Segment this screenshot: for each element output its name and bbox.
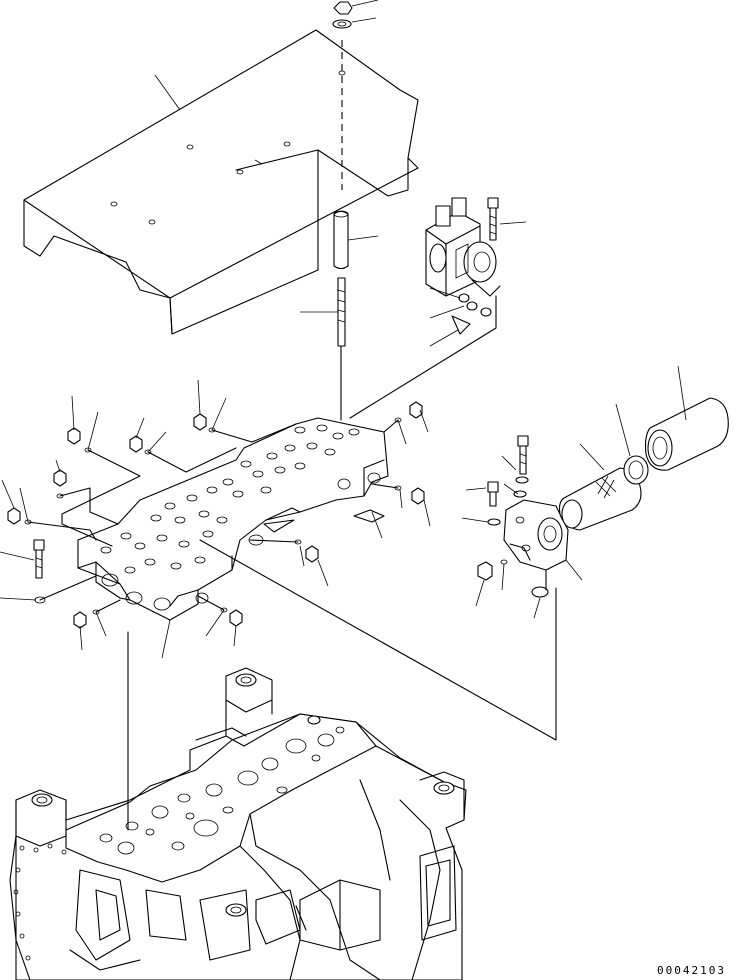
valve-body [77, 417, 389, 621]
assembly-guide-lines [127, 539, 557, 831]
filter-element [558, 443, 642, 531]
filter-housing [503, 499, 569, 571]
stud [300, 277, 346, 421]
solenoid-bolt [487, 197, 527, 241]
solenoid-valve [425, 197, 501, 297]
transmission-case [9, 667, 467, 980]
valve-cover [23, 29, 419, 335]
drawing-reference-code: 00042103 [657, 964, 726, 977]
valve-body-plugs [0, 379, 431, 659]
filter-bolts [461, 435, 583, 619]
spacer [333, 210, 379, 270]
solenoid-o-rings [349, 287, 497, 419]
filter-case [644, 365, 729, 471]
filter-ring [615, 403, 649, 485]
top-nut [332, 0, 379, 190]
